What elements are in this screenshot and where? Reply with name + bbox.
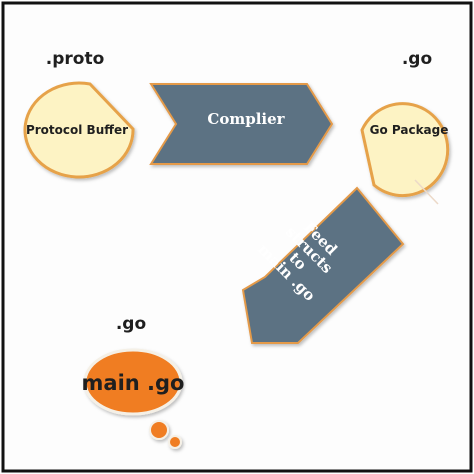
protocol-buffer-label: Protocol Buffer [26, 123, 128, 137]
feed-structs-arrow-shape [241, 186, 405, 344]
go-package-label: Go Package [370, 123, 449, 137]
main-go-bubble-dot-large [149, 420, 169, 440]
protocol-buffer-node [23, 81, 135, 179]
go-extension-label-bottom: .go [116, 314, 146, 334]
protocol-buffer-shape [23, 81, 135, 179]
go-package-node [360, 102, 450, 198]
main-go-label: main .go [82, 371, 185, 395]
main-go-bubble-dot-small [168, 435, 182, 449]
compiler-arrow [149, 83, 334, 165]
go-extension-label-top: .go [402, 49, 432, 69]
proto-extension-label: .proto [46, 49, 105, 69]
feed-structs-arrow [241, 186, 405, 344]
compiler-arrow-shape [149, 83, 334, 165]
compiler-arrow-label: Complier [207, 110, 285, 128]
main-go-node [83, 348, 183, 449]
go-package-shape [360, 102, 450, 198]
main-go-bubble [83, 348, 183, 416]
go-package-connector-line [414, 179, 439, 205]
